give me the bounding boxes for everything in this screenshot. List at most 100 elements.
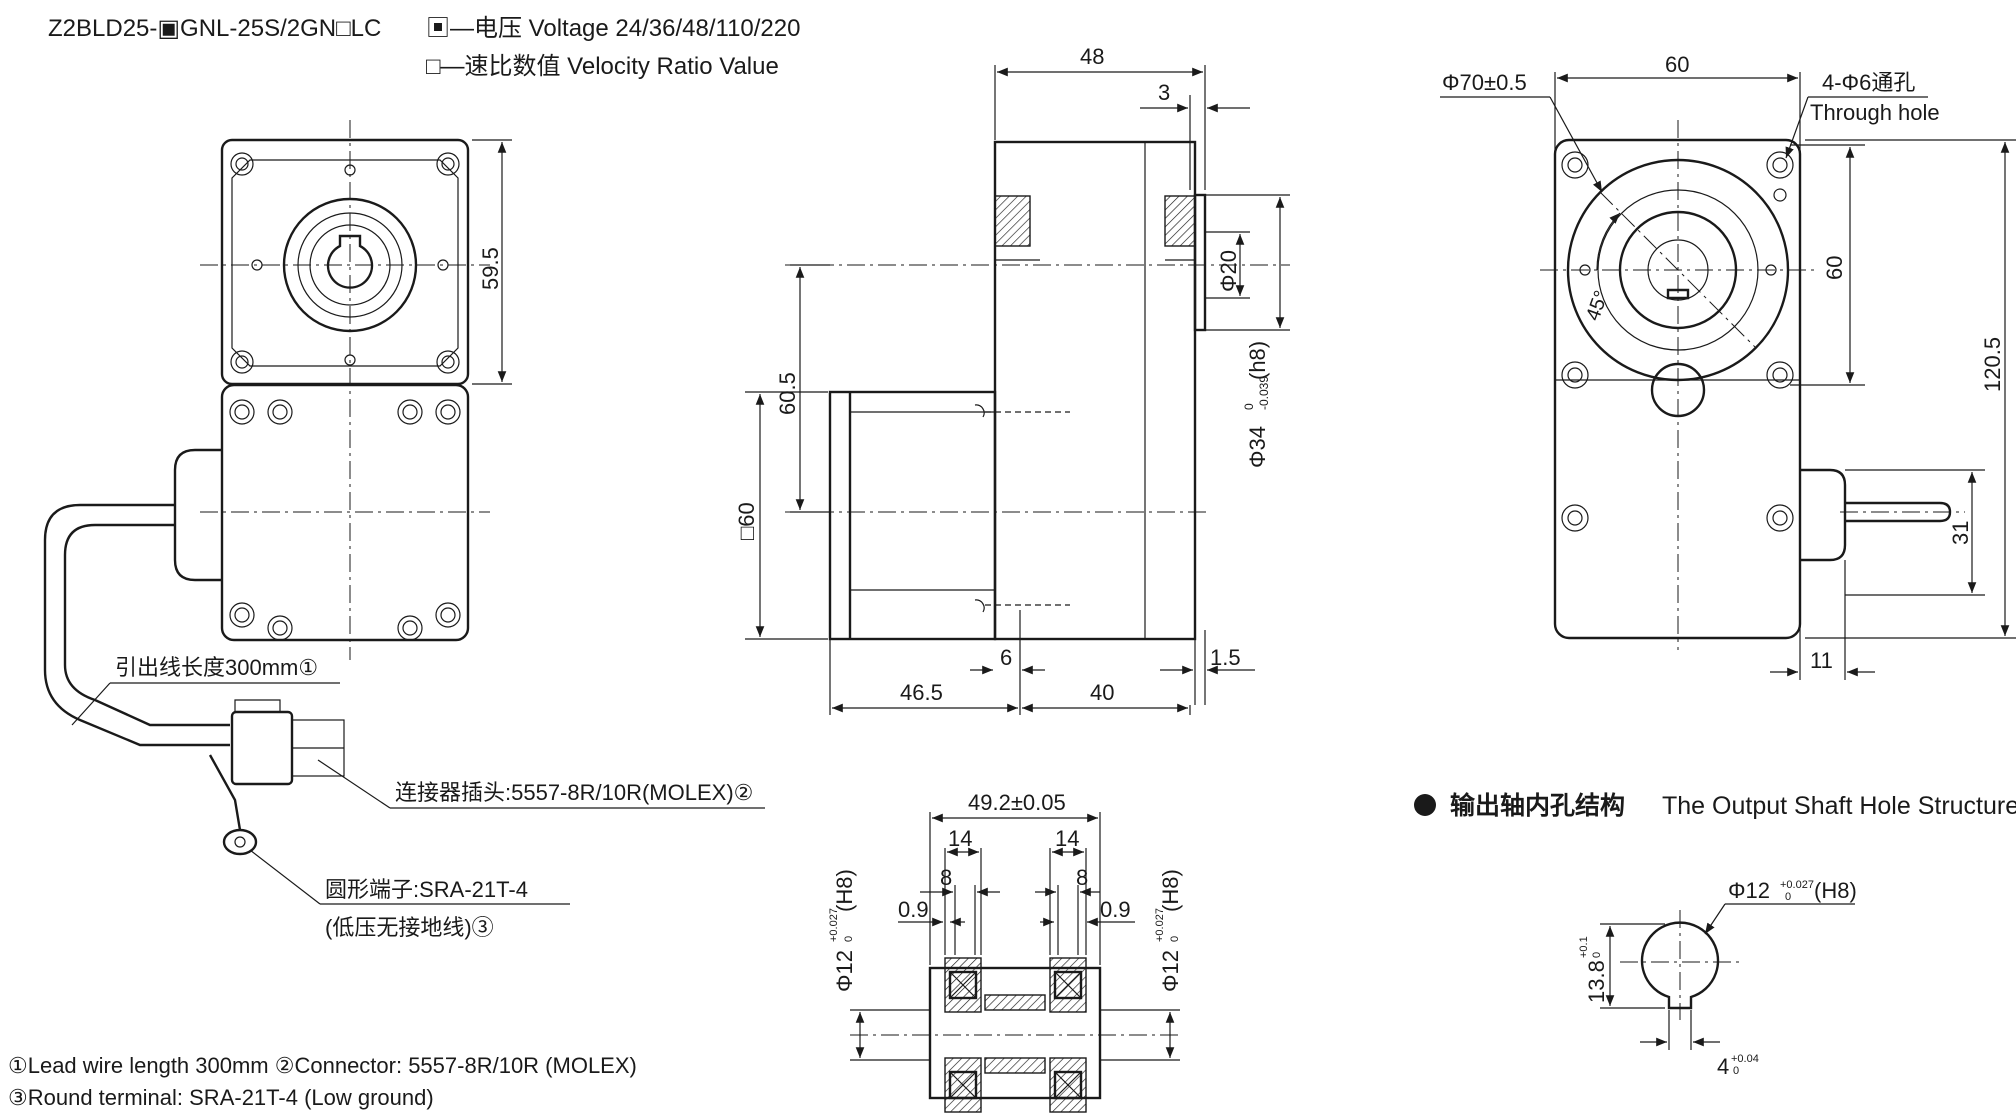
svg-text:引出线长度300mm①: 引出线长度300mm① [115,655,318,680]
dim-14-left: 14 [944,826,982,955]
dim-120-5: 120.5 [1805,139,2016,639]
svg-text:□60: □60 [734,502,759,540]
svg-text:0: 0 [843,936,855,942]
dim-phi34: Φ34 0 -0.039 (h8) [1205,194,1290,468]
legend-ratio: □—速比数值 Velocity Ratio Value [426,53,779,80]
svg-text:48: 48 [1080,44,1104,69]
rear-body-outline [1553,138,1802,640]
svg-text:4-Φ6通孔: 4-Φ6通孔 [1822,70,1915,95]
gearhead-corner-holes [230,152,460,374]
svg-text:+0.027: +0.027 [828,908,840,942]
dim-13-8: 13.8 +0.1 0 [1578,923,1665,1009]
dim-phi70: Φ70±0.5 [1440,70,1603,193]
model-code: Z2BLD25-▣GNL-25S/2GN□LC [48,15,381,42]
ring-terminal [222,828,258,856]
dim-14-right: 14 [1049,826,1087,955]
svg-text:0: 0 [1591,952,1603,958]
dim-phi12-left: Φ12 +0.027 0 (H8) [828,869,930,1061]
dim-phi12-hole: Φ12 +0.027 0 (H8) [1704,878,1857,935]
svg-text:14: 14 [948,826,972,851]
svg-text:(H8): (H8) [1814,878,1857,903]
front-view: 59.5 引出线长度300mm① 连接器插头:5557-8R/10R(MOLEX… [43,120,765,940]
dim-45: 45° [1582,212,1621,324]
svg-text:60.5: 60.5 [775,372,800,415]
motor-body-side [828,390,997,641]
dim-1-5: 1.5 [1160,630,1255,705]
svg-text:Φ34: Φ34 [1245,426,1270,468]
svg-text:60: 60 [1822,256,1847,280]
dim-6: 6 [970,610,1045,680]
dim-8-left: 8 [920,865,1000,955]
svg-text:49.2±0.05: 49.2±0.05 [968,790,1066,815]
section-outline [928,966,1102,1100]
motor-screws [229,399,461,641]
svg-text:(H8): (H8) [1158,869,1183,912]
svg-text:45°: 45° [1582,288,1613,324]
dim-60-side: 60 [1790,144,1865,386]
svg-text:60: 60 [1665,52,1689,77]
dim-31: 31 [1845,469,1985,596]
svg-text:Φ20: Φ20 [1216,250,1241,292]
output-hole-structure: 输出轴内孔结构 The Output Shaft Hole Structure … [1414,791,2016,1079]
dim-4: 4 +0.04 0 [1640,1010,1759,1079]
motor-body [220,383,470,642]
bullet-icon [1414,794,1436,816]
svg-text:8: 8 [1076,865,1088,890]
dim-3: 3 [1140,80,1250,190]
gearhead-body-side [993,140,1197,641]
svg-text:3: 3 [1158,80,1170,105]
dim-59-5: 59.5 [472,139,512,385]
dim-11: 11 [1770,560,1875,680]
dim-46-5-40: 46.5 40 [829,640,1191,715]
through-holes [1561,151,1794,532]
svg-text:11: 11 [1810,648,1833,673]
connector-plug [230,710,294,786]
right-view: Φ70±0.5 60 4-Φ6通孔 Through hole 60 120.5 [1440,52,2016,680]
svg-text:8: 8 [940,865,952,890]
dim-49-2: 49.2±0.05 [929,790,1101,965]
svg-text:0.9: 0.9 [898,897,929,922]
svg-text:+0.027: +0.027 [1780,879,1814,891]
svg-text:6: 6 [1000,645,1012,670]
svg-text:4: 4 [1717,1054,1729,1079]
note-through-hole: 4-Φ6通孔 Through hole [1785,70,1940,159]
dim-60-5: 60.5 [775,264,830,513]
svg-text:13.8: 13.8 [1584,960,1609,1003]
svg-text:Through hole: Through hole [1810,100,1940,125]
header: Z2BLD25-▣GNL-25S/2GN□LC ▣—电压 Voltage 24/… [48,15,800,80]
svg-text:120.5: 120.5 [1980,337,2005,392]
svg-text:0.9: 0.9 [1100,897,1131,922]
svg-text:(H8): (H8) [832,869,857,912]
svg-text:40: 40 [1090,680,1114,705]
svg-text:(低压无接地线)③: (低压无接地线)③ [325,915,494,940]
lead-wire [43,503,230,747]
svg-text:0: 0 [1169,936,1181,942]
dim-phi12-right: Φ12 +0.027 0 (H8) [1100,869,1183,1061]
cable-gland [173,448,222,582]
keyed-bore [326,234,374,289]
dim-48: 48 [994,44,1206,190]
footnote-line2: ③Round terminal: SRA-21T-4 (Low ground) [8,1085,434,1110]
svg-text:46.5: 46.5 [900,680,943,705]
side-view: 48 3 Φ20 Φ34 0 -0.039 (h8) 60.5 [734,44,1290,715]
output-flange [1193,193,1207,332]
keyed-hole-profile [1640,921,1720,1010]
svg-text:31: 31 [1948,521,1973,545]
svg-text:Φ70±0.5: Φ70±0.5 [1442,70,1527,95]
svg-text:+0.1: +0.1 [1578,936,1590,958]
svg-text:Φ12: Φ12 [832,950,857,992]
svg-text:0: 0 [1785,891,1791,903]
note-connector: 连接器插头:5557-8R/10R(MOLEX)② [317,759,765,809]
footnotes: ①Lead wire length 300mm ②Connector: 5557… [8,1053,637,1110]
svg-text:0: 0 [1733,1065,1739,1077]
dim-0-9-left: 0.9 [898,897,965,927]
dim-8-right: 8 [1035,865,1100,955]
ground-wire [208,754,242,831]
svg-text:Φ12: Φ12 [1728,878,1770,903]
note-terminal: 圆形端子:SRA-21T-4 (低压无接地线)③ [249,849,570,940]
svg-text:0: 0 [1242,403,1256,410]
gearhead-outline [220,138,470,386]
hollow-shaft-section: 49.2±0.05 14 14 8 8 [828,790,1183,1113]
svg-text:14: 14 [1055,826,1079,851]
